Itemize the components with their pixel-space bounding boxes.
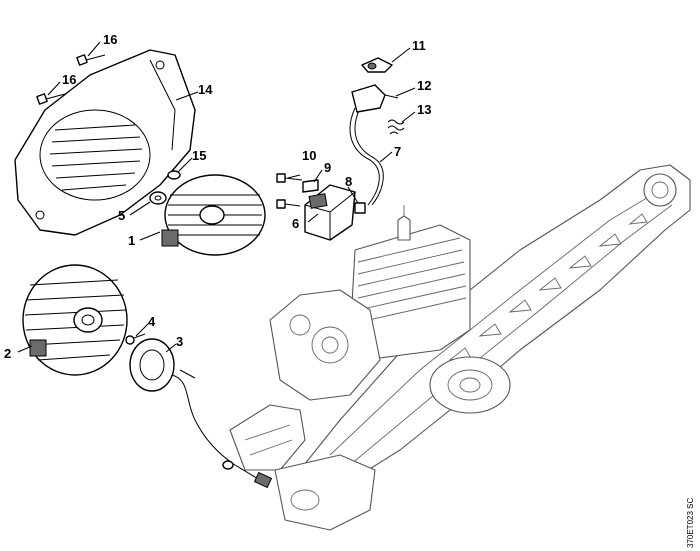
flywheel-lower <box>22 264 128 376</box>
callout-4: 4 <box>148 314 156 329</box>
callout-16b: 16 <box>62 72 76 87</box>
callout-13: 13 <box>417 102 431 117</box>
callout-2: 2 <box>4 346 11 361</box>
washer-15 <box>167 170 181 180</box>
screw-16b <box>36 93 66 105</box>
callout-5: 5 <box>118 208 125 223</box>
callout-7: 7 <box>394 144 401 159</box>
leader-lines <box>17 41 416 353</box>
callout-12: 12 <box>417 78 431 93</box>
callout-9: 9 <box>324 160 331 175</box>
ignition-lead-7 <box>349 107 384 206</box>
callout-10: 10 <box>302 148 316 163</box>
callout-16a: 16 <box>103 32 117 47</box>
saw-body-background <box>229 164 691 531</box>
callout-15: 15 <box>192 148 206 163</box>
callout-6: 6 <box>292 216 299 231</box>
flywheel-upper <box>161 174 266 256</box>
callout-1: 1 <box>128 233 135 248</box>
screw-16a <box>76 54 106 66</box>
clip-8 <box>354 202 366 214</box>
ignition-coil-6 <box>304 184 356 241</box>
nut-5 <box>149 191 167 205</box>
spring-13 <box>387 119 405 135</box>
callout-8: 8 <box>345 174 352 189</box>
washer-9 <box>302 179 319 193</box>
ignition-module-ring <box>129 338 273 489</box>
screw-10-lower <box>276 199 301 209</box>
spark-plug-boot-11 <box>361 57 393 73</box>
terminal-cap-12 <box>351 84 399 113</box>
drawing-reference-code: 370ET023 SC <box>686 498 695 548</box>
fan-housing-cover <box>14 49 196 236</box>
callout-11: 11 <box>412 38 426 53</box>
callout-3: 3 <box>176 334 183 349</box>
callout-14: 14 <box>198 82 213 97</box>
screw-10-upper <box>276 173 303 183</box>
screw-4 <box>125 333 146 345</box>
